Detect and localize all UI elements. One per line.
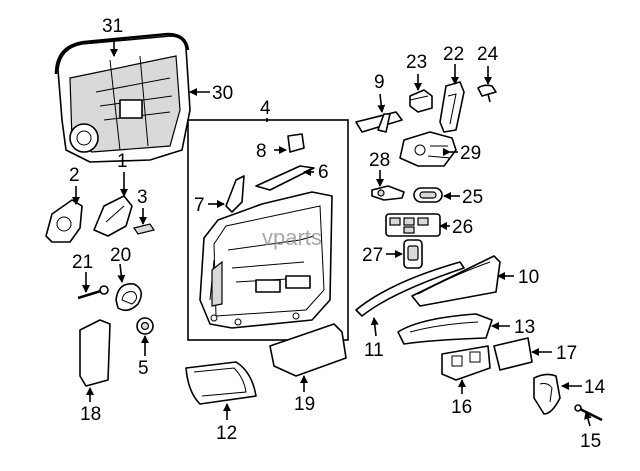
callout-19: 19 — [294, 394, 315, 415]
cap-part — [287, 133, 305, 153]
callout-26: 26 — [452, 217, 473, 238]
screw-part — [477, 84, 497, 103]
door-frame-part — [57, 35, 191, 163]
callout-15: 15 — [580, 431, 601, 452]
latch-part — [371, 185, 405, 201]
spring-rod-part — [574, 404, 603, 422]
watermark-text: vparts — [262, 225, 322, 250]
handle-mechanism-part — [399, 131, 457, 167]
callout-25: 25 — [462, 187, 483, 208]
callout-10: 10 — [518, 267, 539, 288]
armrest-part — [397, 313, 493, 345]
callout-16: 16 — [451, 397, 472, 418]
window-switch-part — [385, 213, 441, 237]
callout-27: 27 — [362, 245, 383, 266]
callout-22: 22 — [443, 44, 464, 65]
callout-7: 7 — [194, 195, 205, 216]
callout-4: 4 — [260, 98, 271, 119]
panel-insert-part — [269, 323, 347, 377]
callout-14: 14 — [584, 377, 606, 398]
armrest-bracket-part — [441, 345, 491, 381]
trim-panel-group-box — [187, 119, 349, 341]
callout-9: 9 — [374, 72, 385, 93]
armrest-pad-part — [493, 337, 533, 371]
switch-bezel-part — [413, 187, 443, 203]
callout-17: 17 — [556, 343, 577, 364]
callout-13: 13 — [514, 317, 535, 338]
callout-20: 20 — [110, 245, 131, 266]
handle-bezel-part — [115, 283, 142, 312]
tweeter-cover-left-part — [45, 199, 83, 243]
knob-part — [136, 317, 154, 335]
callout-11: 11 — [364, 340, 384, 361]
callout-30: 30 — [212, 83, 233, 104]
callout-1: 1 — [117, 151, 128, 172]
pull-handle-part — [439, 81, 465, 133]
callout-18: 18 — [80, 404, 101, 425]
callout-21: 21 — [72, 252, 93, 273]
rod-part — [77, 285, 109, 300]
pull-cup-part — [533, 373, 561, 415]
door-trim-panel-part — [199, 191, 333, 329]
callout-5: 5 — [138, 358, 149, 379]
retainer-block-part — [409, 89, 433, 113]
callout-12: 12 — [216, 423, 237, 444]
upper-trim-strip-part — [355, 261, 465, 317]
trim-bracket-part — [225, 175, 245, 213]
callout-29: 29 — [460, 143, 481, 164]
leader-lines — [72, 38, 592, 427]
door-seal-part — [54, 32, 190, 75]
callout-6: 6 — [318, 162, 329, 183]
single-switch-part — [403, 239, 423, 269]
callout-numbers: 31 30 4 8 6 7 2 1 3 21 20 5 18 12 19 9 2… — [69, 16, 606, 452]
callout-2: 2 — [69, 165, 80, 186]
callout-3: 3 — [137, 187, 148, 208]
trim-strip-part — [255, 165, 315, 191]
tweeter-cover-right-part — [93, 195, 133, 237]
callout-31: 31 — [102, 16, 123, 37]
mount-bracket-part — [355, 111, 403, 133]
callout-28: 28 — [369, 150, 390, 171]
callout-24: 24 — [477, 44, 499, 65]
callout-8: 8 — [256, 141, 267, 162]
clip-part — [133, 223, 155, 235]
callout-23: 23 — [406, 52, 427, 73]
door-pocket-part — [185, 361, 257, 405]
side-pad-part — [79, 319, 111, 387]
